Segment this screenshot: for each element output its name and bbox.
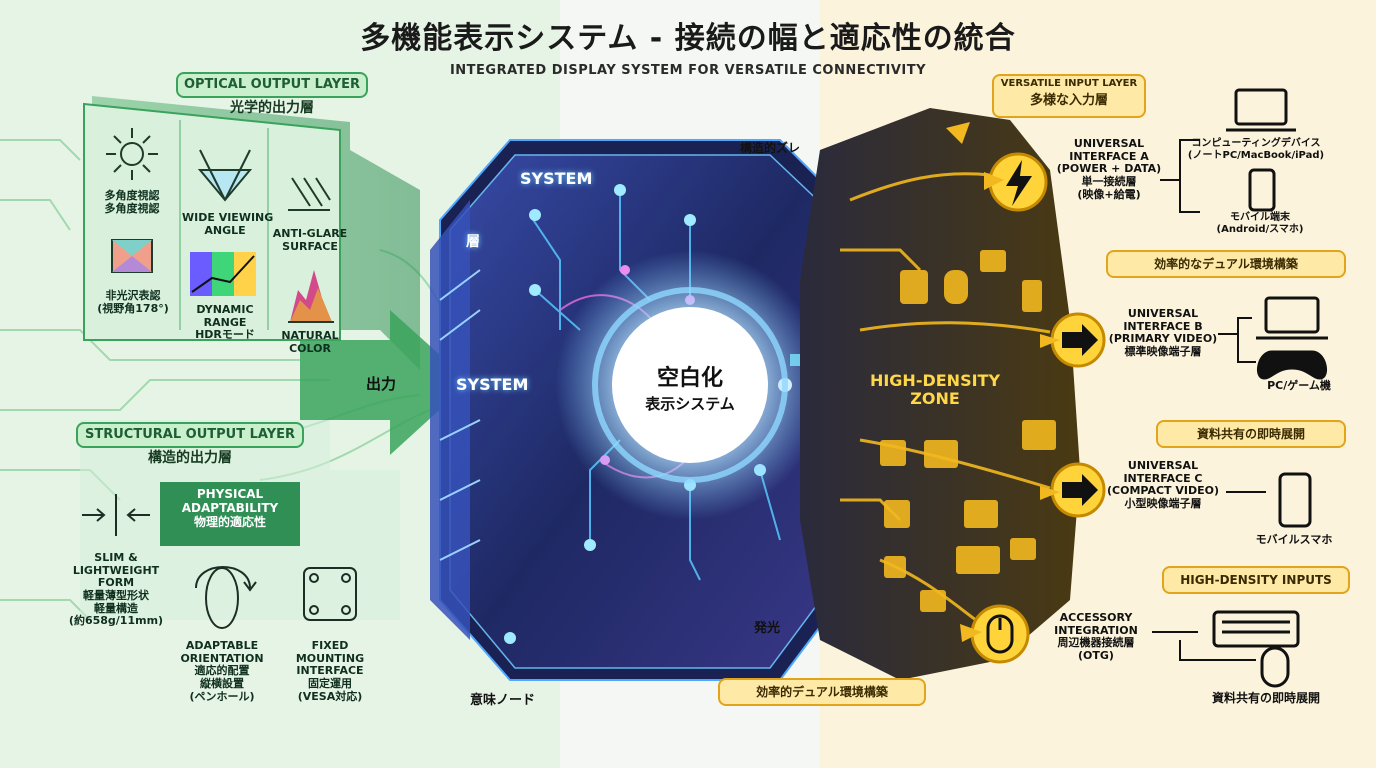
- wide-angle-label: WIDE VIEWING ANGLE: [182, 211, 274, 237]
- optical-layer-header: OPTICAL OUTPUT LAYER: [176, 72, 368, 98]
- mobile-smartphone-label: モバイルスマホ: [1255, 533, 1333, 546]
- multi-angle-label: 多角度視認 多角度視認: [104, 189, 160, 215]
- instant-sharing-badge: 資料共有の即時展開: [1156, 420, 1346, 448]
- cube-icon: [111, 239, 153, 273]
- dense-device-icons: [880, 250, 1056, 612]
- non-gloss-label: 非光沢表認 (視野角178°): [97, 289, 169, 315]
- instant-sharing-bottom-label: 資料共有の即時展開: [1211, 691, 1320, 705]
- connection-lines-right: [1152, 139, 1266, 661]
- layer-label: 層: [466, 234, 480, 250]
- viewing-angle-icon: [197, 149, 253, 202]
- compress-arrows-icon: [82, 494, 150, 536]
- mouse-icon: [970, 604, 1030, 664]
- accessory-integration-label: ACCESSORY INTEGRATION 周辺機器接続層 (OTG): [1054, 611, 1138, 662]
- core-center-subtitle: 表示システム: [645, 395, 735, 413]
- core-ring: [592, 287, 788, 483]
- glow-label: 発光: [754, 621, 781, 636]
- sun-icon: [106, 128, 158, 180]
- color-spectrum-icon: [288, 270, 334, 323]
- slim-form-label: SLIM & LIGHTWEIGHT FORM 軽量薄型形状 軽量構造 (約65…: [68, 551, 164, 628]
- interface-b-label: UNIVERSAL INTERFACE B (PRIMARY VIDEO) 標準…: [1108, 307, 1218, 358]
- structural-layer-header: STRUCTURAL OUTPUT LAYER: [76, 422, 304, 448]
- keyboard-icon: [1212, 610, 1300, 648]
- pc-game-label: PC/ゲーム機: [1267, 379, 1331, 392]
- hdr-label: DYNAMIC RANGE HDRモード: [195, 303, 255, 342]
- semantic-node-label: 意味ノード: [470, 693, 536, 708]
- high-density-zone-label: HIGH-DENSITY ZONE: [869, 371, 1001, 409]
- dual-environment-bottom-badge: 効率的デュアル環境構築: [718, 678, 926, 706]
- gamepad-icon: [1256, 350, 1328, 380]
- interface-c-label: UNIVERSAL INTERFACE C (COMPACT VIDEO) 小型…: [1107, 459, 1219, 510]
- computing-devices-label: コンピューティングデバイス (ノートPC/MacBook/iPad): [1187, 138, 1325, 161]
- anti-glare-icon: [288, 177, 331, 211]
- core-center-title: 空白化: [656, 366, 723, 391]
- mounting-label: FIXED MOUNTING INTERFACE 固定運用 (VESA対応): [295, 639, 365, 703]
- mobile-devices-label: モバイル端末 (Android/スマホ): [1216, 212, 1304, 235]
- smartphone-icon-a: [1248, 168, 1276, 212]
- mouse-device-icon: [1260, 646, 1290, 688]
- input-layer-header-jp: 多様な入力層: [1029, 93, 1108, 108]
- physical-adaptability-box: [160, 482, 300, 546]
- page-title: 多機能表示システム - 接続の幅と適応性の統合: [360, 21, 1016, 56]
- optical-layer-header-jp: 光学的出力層: [230, 100, 314, 116]
- laptop-icon-a: [1226, 88, 1296, 132]
- physical-adaptability-label: PHYSICAL ADAPTABILITY 物理的適応性: [181, 487, 279, 529]
- dual-environment-badge: 効率的なデュアル環境構築: [1106, 250, 1346, 278]
- structural-shift-label: 構造的ズレ: [740, 141, 801, 155]
- orientation-label: ADAPTABLE ORIENTATION 適応的配置 縦横設置 (ペンホール): [180, 639, 264, 703]
- system-top-label: SYSTEM: [520, 169, 593, 188]
- structural-layer-header-jp: 構造的出力層: [148, 450, 232, 466]
- arrow-right-icon-c: [1050, 462, 1106, 518]
- rotation-icon: [195, 566, 257, 629]
- core-center: [612, 307, 768, 463]
- natural-color-label: NATURAL COLOR: [281, 329, 339, 355]
- page-subtitle: INTEGRATED DISPLAY SYSTEM FOR VERSATILE …: [449, 63, 927, 78]
- smartphone-icon-c: [1278, 472, 1312, 528]
- input-layer-header: VERSATILE INPUT LAYER 多様な入力層: [992, 74, 1146, 118]
- high-density-inputs-badge: HIGH-DENSITY INPUTS: [1162, 566, 1350, 594]
- input-flow-arrows: [946, 122, 1060, 642]
- input-layer-header-en: VERSATILE INPUT LAYER: [1000, 78, 1138, 89]
- vesa-mount-icon: [303, 567, 357, 621]
- interface-a-label: UNIVERSAL INTERFACE A (POWER + DATA) 単一接…: [1056, 137, 1162, 201]
- anti-glare-label: ANTI-GLARE SURFACE: [272, 227, 348, 253]
- laptop-icon-b: [1256, 296, 1328, 340]
- hdr-gradient-icon: [190, 252, 256, 296]
- output-arrow: [300, 310, 470, 455]
- output-label: 出力: [366, 375, 397, 393]
- system-mid-label: SYSTEM: [456, 375, 529, 394]
